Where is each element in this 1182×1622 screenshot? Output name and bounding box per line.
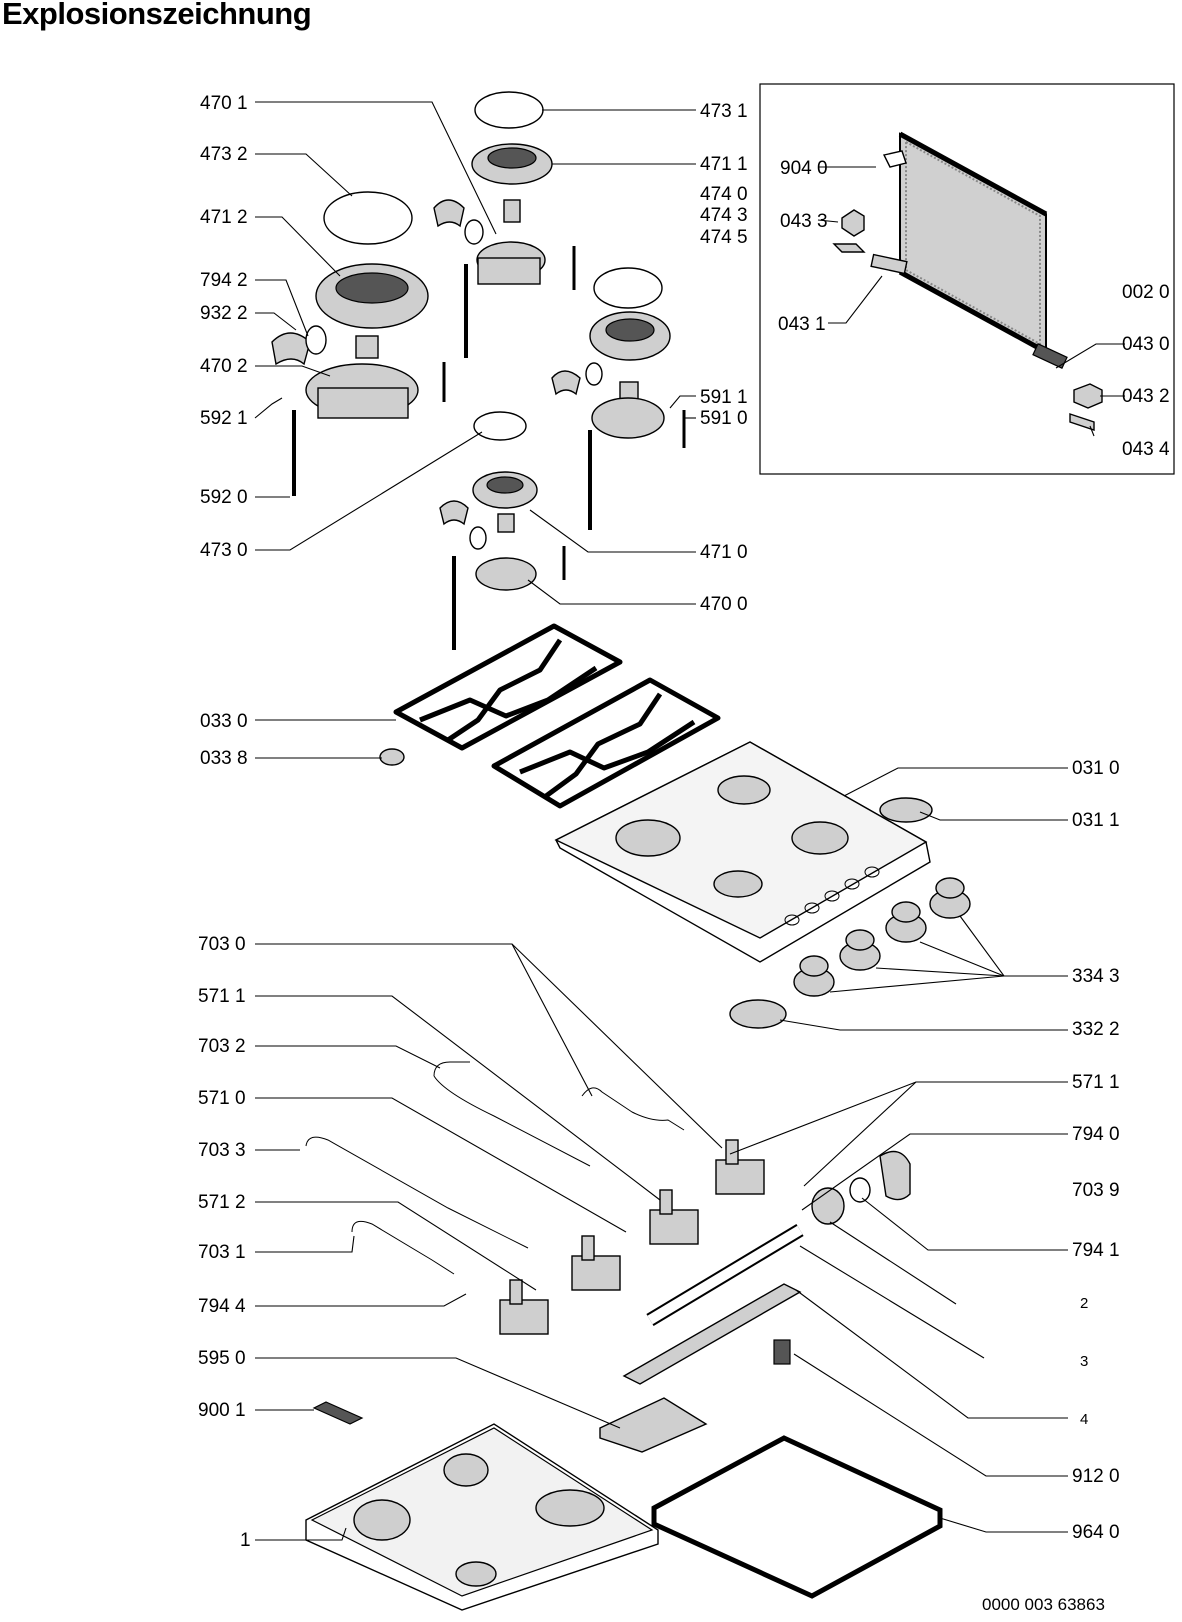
label-043-4: 043 4 [1122,439,1170,460]
label-703-1: 703 1 [198,1242,246,1263]
label-794-0: 794 0 [1072,1124,1120,1145]
label-470-0: 470 0 [700,594,748,615]
label-571-1-right: 571 1 [1072,1072,1120,1093]
label-703-0: 703 0 [198,934,246,955]
label-043-2: 043 2 [1122,386,1170,407]
glass-lid-inset: 904 0 043 3 002 0 043 1 043 0 043 2 043 … [759,83,1175,475]
label-474-5: 474 5 [700,227,748,248]
label-571-2: 571 2 [198,1192,246,1213]
label-591-1: 591 1 [700,387,748,408]
label-591-0: 591 0 [700,408,748,429]
label-571-0: 571 0 [198,1088,246,1109]
label-471-2: 471 2 [200,207,248,228]
label-900-1: 900 1 [198,1400,246,1421]
label-334-3: 334 3 [1072,966,1120,987]
label-470-2: 470 2 [200,356,248,377]
label-703-9: 703 9 [1072,1180,1120,1201]
lid-hinge-parts [832,150,1103,431]
burner-assemblies [271,91,686,650]
leader-lines [254,101,1068,1541]
label-1: 1 [240,1530,251,1551]
label-592-1: 592 1 [200,408,248,429]
page-title: Explosionszeichnung [2,0,312,31]
label-471-1: 471 1 [700,154,748,175]
base-seal [651,1435,943,1599]
label-473-0: 473 0 [200,540,248,561]
label-595-0: 595 0 [198,1348,246,1369]
label-033-0: 033 0 [200,711,248,732]
label-332-2: 332 2 [1072,1019,1120,1040]
label-470-1: 470 1 [200,93,248,114]
label-031-0: 031 0 [1072,758,1120,779]
label-592-0: 592 0 [200,487,248,508]
document-number: 0000 003 63863 [982,1595,1105,1614]
pan-supports [379,623,721,809]
label-3: 3 [1080,1353,1088,1370]
label-002-0: 002 0 [1122,282,1170,303]
label-2: 2 [1080,1295,1088,1312]
label-794-2: 794 2 [200,270,248,291]
label-474-0: 474 0 [700,184,748,205]
label-932-2: 932 2 [200,303,248,324]
part-labels: 470 1 473 2 471 2 794 2 932 2 470 2 592 … [198,93,1120,1614]
base-tray [305,1397,708,1611]
gas-valves-and-pipes [305,1061,911,1385]
label-964-0: 964 0 [1072,1522,1120,1543]
control-knobs [729,877,971,1029]
label-031-1: 031 1 [1072,810,1120,831]
label-033-8: 033 8 [200,748,248,769]
label-043-0: 043 0 [1122,334,1170,355]
label-473-1: 473 1 [700,101,748,122]
label-912-0: 912 0 [1072,1466,1120,1487]
label-703-3: 703 3 [198,1140,246,1161]
label-794-1: 794 1 [1072,1240,1120,1261]
label-474-3: 474 3 [700,205,748,226]
label-471-0: 471 0 [700,542,748,563]
label-4: 4 [1080,1411,1088,1428]
label-043-3: 043 3 [780,211,828,232]
hob-top-plate [554,741,933,963]
label-043-1: 043 1 [778,314,826,335]
label-794-4: 794 4 [198,1296,246,1317]
label-703-2: 703 2 [198,1036,246,1057]
label-473-2: 473 2 [200,144,248,165]
label-571-1: 571 1 [198,986,246,1007]
glass-lid-panel [898,131,1048,355]
label-904-0: 904 0 [780,158,828,179]
